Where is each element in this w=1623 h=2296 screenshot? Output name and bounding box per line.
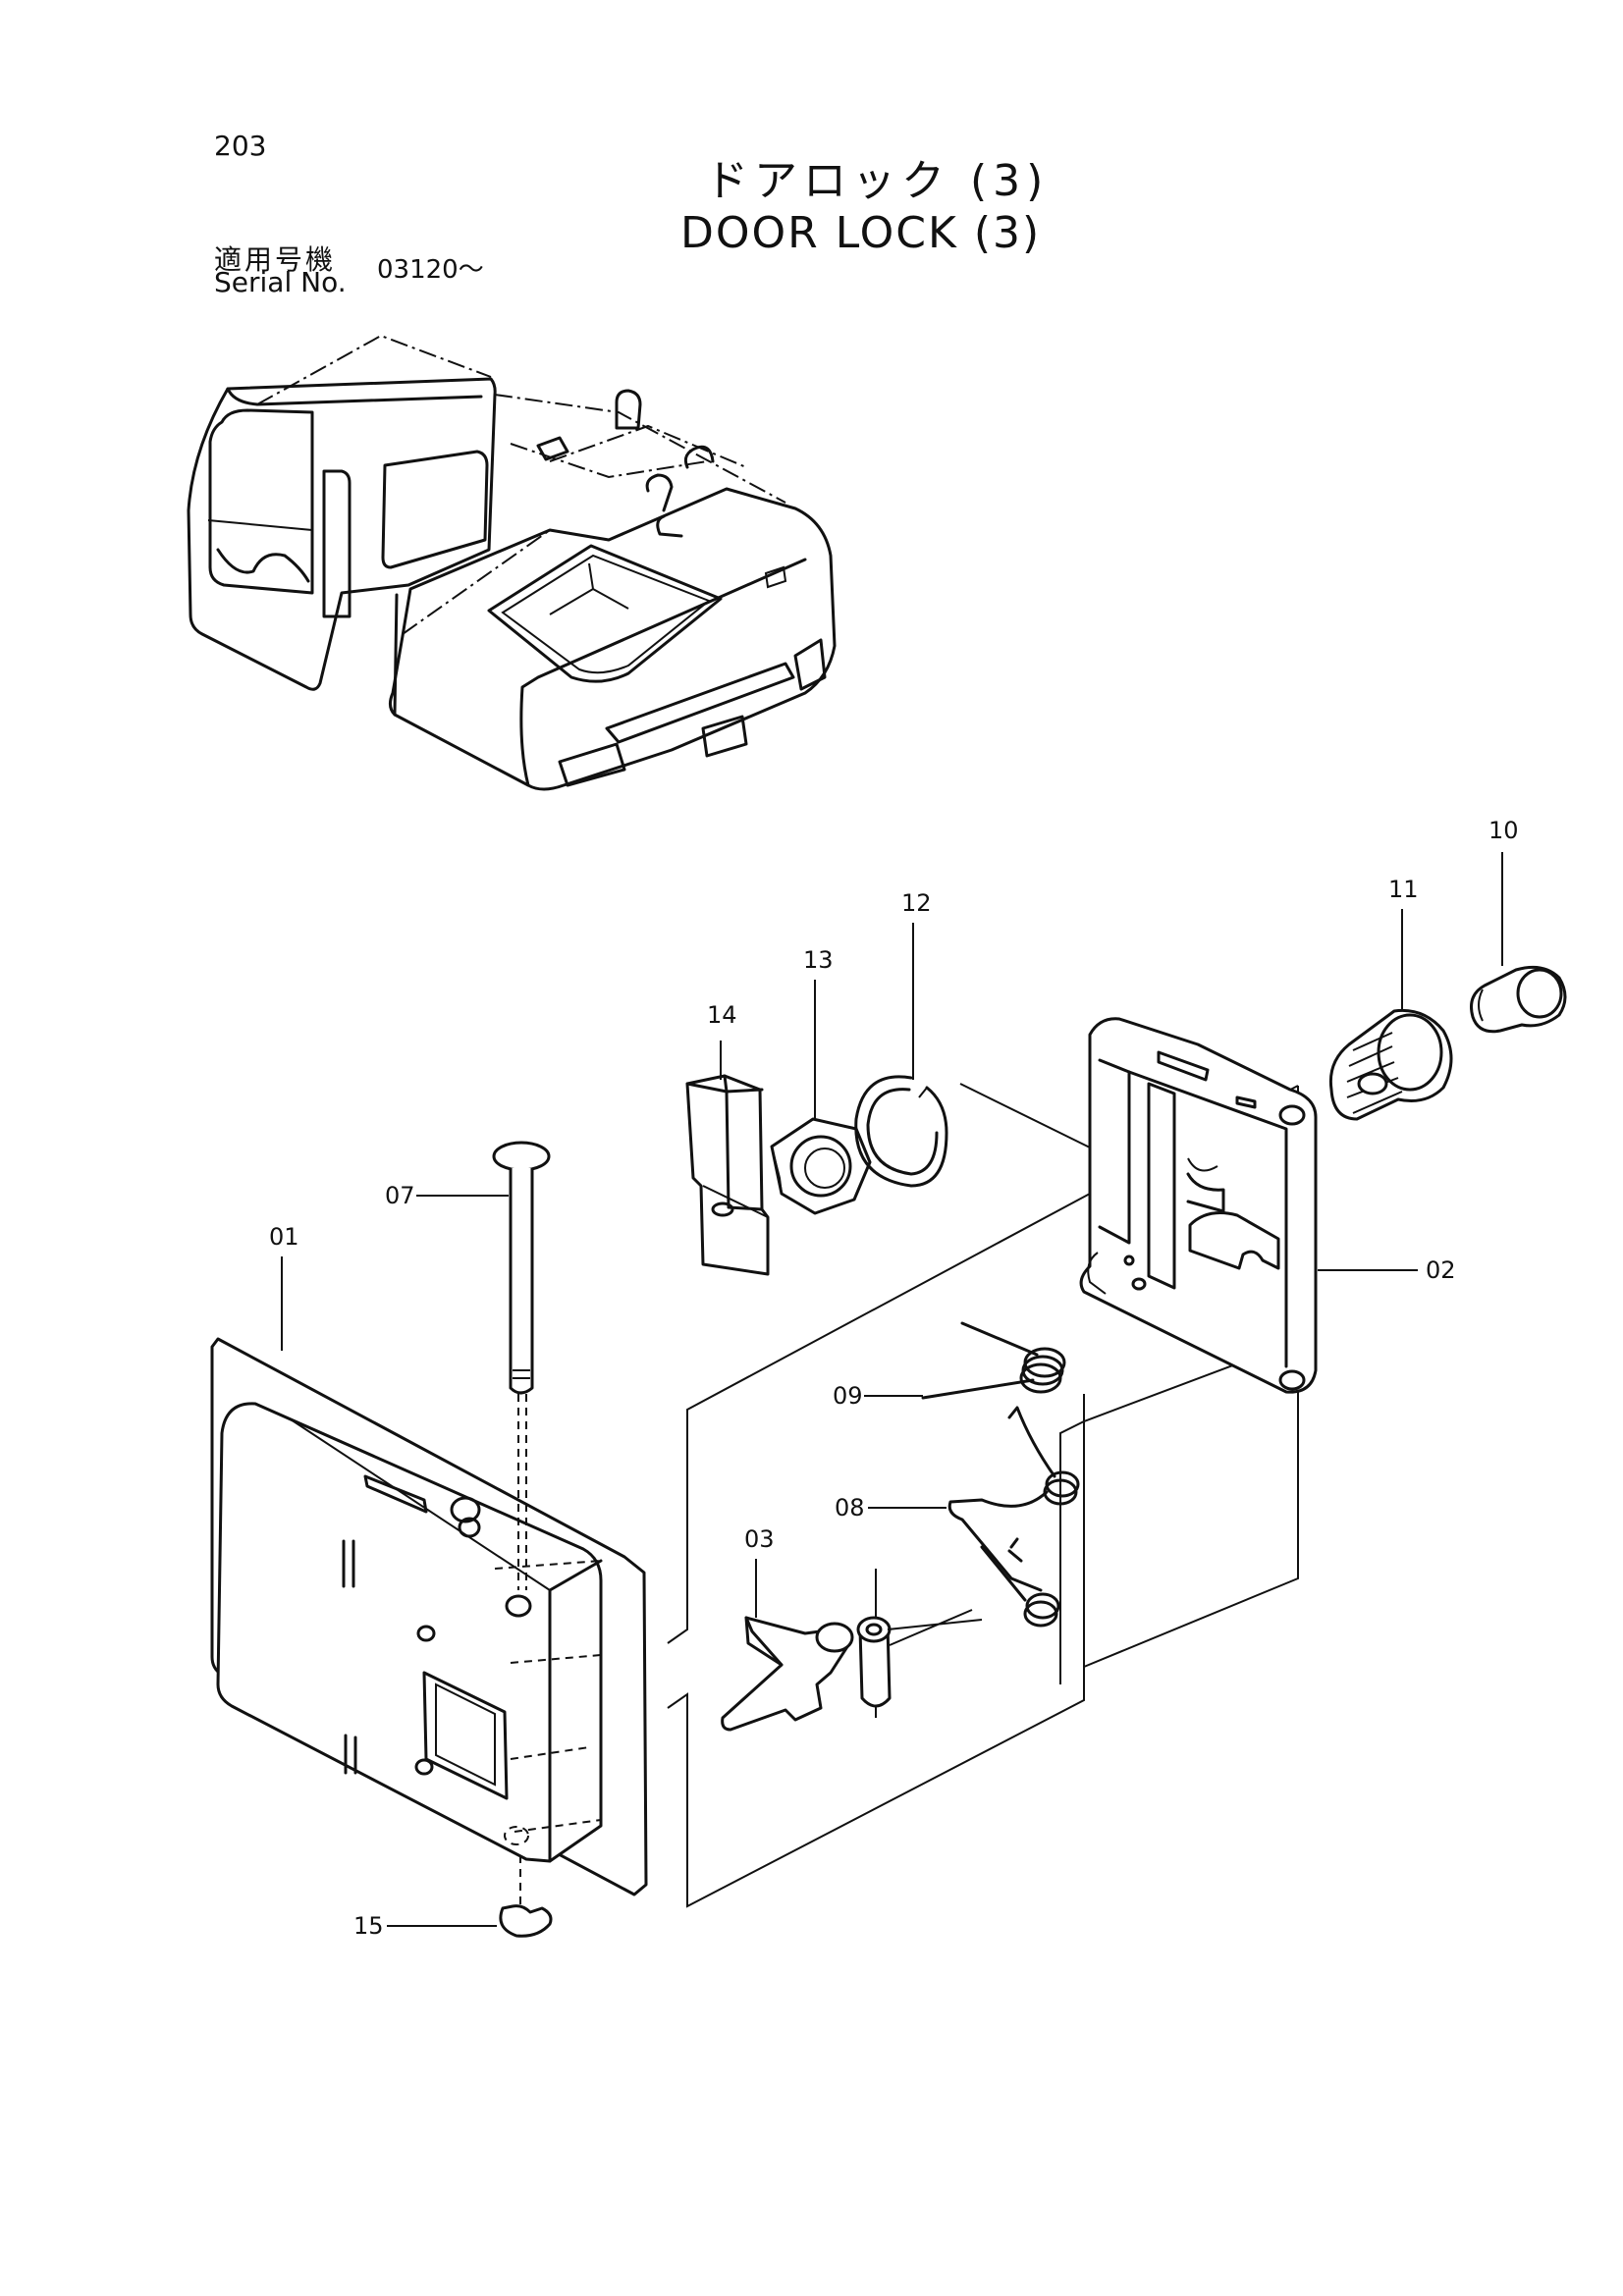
excavator-overview-illustration (187, 334, 837, 791)
callout-11: 11 (1388, 876, 1419, 903)
serial-number-value: 03120～ (377, 255, 484, 285)
phantom-line (1083, 1340, 1299, 1686)
part-03-latch (721, 1569, 983, 1732)
callout-13: 13 (803, 946, 834, 974)
callout-15: 15 (353, 1912, 384, 1940)
door-lock-exploded-view (210, 852, 1567, 1938)
callout-03: 03 (744, 1525, 775, 1553)
callout-02: 02 (1426, 1256, 1456, 1284)
callout-14: 14 (707, 1001, 737, 1029)
part-15-snap-ring (499, 1855, 553, 1938)
phantom-line (1059, 1420, 1085, 1684)
callout-01: 01 (269, 1223, 299, 1251)
serial-label-japanese: 適用号機 (214, 243, 337, 276)
housing-hole (458, 1517, 481, 1538)
page-number: 203 (214, 130, 267, 162)
part-09-torsion-spring (921, 1321, 1066, 1400)
callout-07: 07 (385, 1182, 415, 1209)
serial-label-english: Serial No. (214, 266, 347, 298)
part-08-torsion-spring (947, 1406, 1080, 1628)
title-japanese: ドアロック (3) (705, 156, 1050, 206)
part-13-hex-nut (770, 1117, 872, 1215)
part-02-bracket (1079, 1017, 1318, 1394)
phantom-line (667, 1341, 1299, 1908)
part-10-lock-pin (1470, 965, 1567, 1034)
callout-08: 08 (835, 1494, 865, 1522)
part-07-pin (492, 1141, 551, 1590)
part-12-retaining-ring (854, 1075, 948, 1188)
part-14-plate (685, 1074, 770, 1276)
phantom-line (959, 1083, 1093, 1149)
callout-12: 12 (901, 889, 932, 917)
callout-09: 09 (833, 1382, 863, 1410)
part-01-lock-housing (210, 1337, 648, 1896)
callout-10: 10 (1488, 817, 1519, 844)
title-english: DOOR LOCK (3) (680, 208, 1042, 258)
part-11-threaded-bushing (1328, 1008, 1453, 1121)
